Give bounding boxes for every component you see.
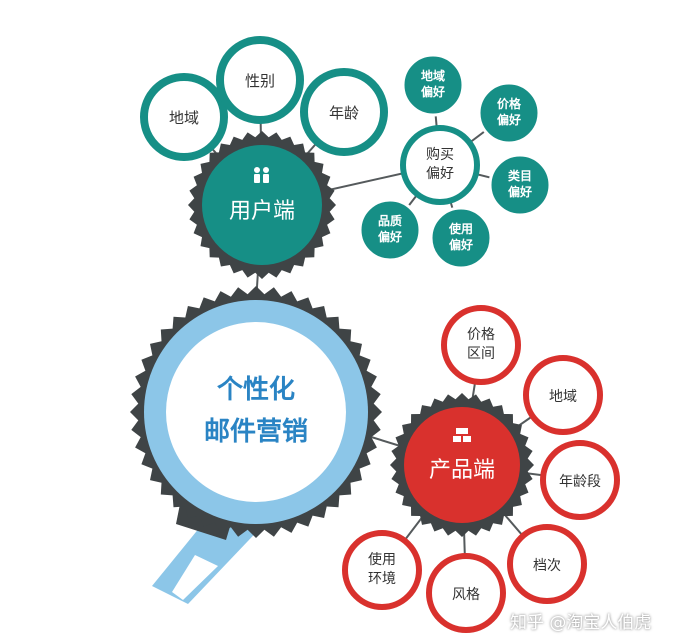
product-end-hub: 产品端	[390, 393, 534, 537]
product-node-price-range-line1: 价格	[467, 327, 495, 343]
user-end-hub: 用户端	[188, 131, 336, 279]
product-node-price-range: 价格 区间	[441, 305, 521, 385]
product-node-age-group: 年龄段	[540, 440, 620, 520]
pref-node-price-line1: 价格	[497, 96, 522, 111]
product-icon	[453, 428, 471, 442]
product-node-usage-env-line2: 环境	[368, 571, 396, 587]
pref-node-price-line2: 偏好	[497, 112, 521, 127]
product-node-price-range-line2: 区间	[467, 346, 495, 362]
user-node-age-label: 年龄	[329, 104, 359, 122]
user-node-region: 地域	[140, 73, 228, 161]
center-title-line1: 个性化	[217, 375, 295, 405]
pref-node-region-line2: 偏好	[421, 84, 445, 99]
product-node-usage-env-line1: 使用	[368, 551, 396, 568]
pref-node-quality: 品质 偏好	[358, 198, 422, 262]
pref-node-price: 价格 偏好	[477, 81, 541, 145]
pref-node-category-line1: 类目	[508, 168, 532, 183]
center-hub: 个性化 邮件营销	[130, 286, 382, 538]
pref-node-quality-line1: 品质	[378, 213, 402, 228]
purchase-pref-line1: 购买	[426, 147, 454, 163]
user-node-purchase-preference: 购买 偏好	[400, 125, 480, 205]
user-node-region-label: 地域	[169, 109, 199, 127]
product-node-grade-label: 档次	[533, 558, 561, 574]
pref-node-category-line2: 偏好	[508, 184, 532, 199]
product-hub-label: 产品端	[429, 458, 495, 483]
purchase-pref-line2: 偏好	[426, 166, 454, 182]
pref-node-usage: 使用 偏好	[429, 206, 493, 270]
user-node-gender: 性别	[216, 36, 304, 124]
pref-node-region-line1: 地域	[421, 68, 445, 83]
user-node-age: 年龄	[300, 68, 388, 156]
pref-node-usage-line2: 偏好	[449, 237, 473, 252]
users-icon	[254, 167, 269, 183]
user-node-gender-label: 性别	[245, 72, 275, 90]
product-node-grade: 档次	[507, 524, 587, 604]
product-node-style: 风格	[426, 553, 506, 633]
pref-node-category: 类目 偏好	[488, 153, 552, 217]
product-node-age-group-label: 年龄段	[559, 474, 601, 490]
pref-node-usage-line1: 使用	[448, 221, 473, 236]
product-node-region-label: 地域	[549, 389, 577, 405]
product-node-style-label: 风格	[452, 587, 480, 603]
pref-node-region: 地域 偏好	[401, 53, 465, 117]
watermark: 知乎 @淘宝人伯虎	[510, 613, 652, 633]
user-hub-label: 用户端	[229, 199, 295, 224]
product-node-usage-environment: 使用 环境	[342, 530, 422, 610]
pref-node-quality-line2: 偏好	[378, 229, 402, 244]
product-node-region: 地域	[523, 355, 603, 435]
center-title-line2: 邮件营销	[204, 417, 308, 447]
